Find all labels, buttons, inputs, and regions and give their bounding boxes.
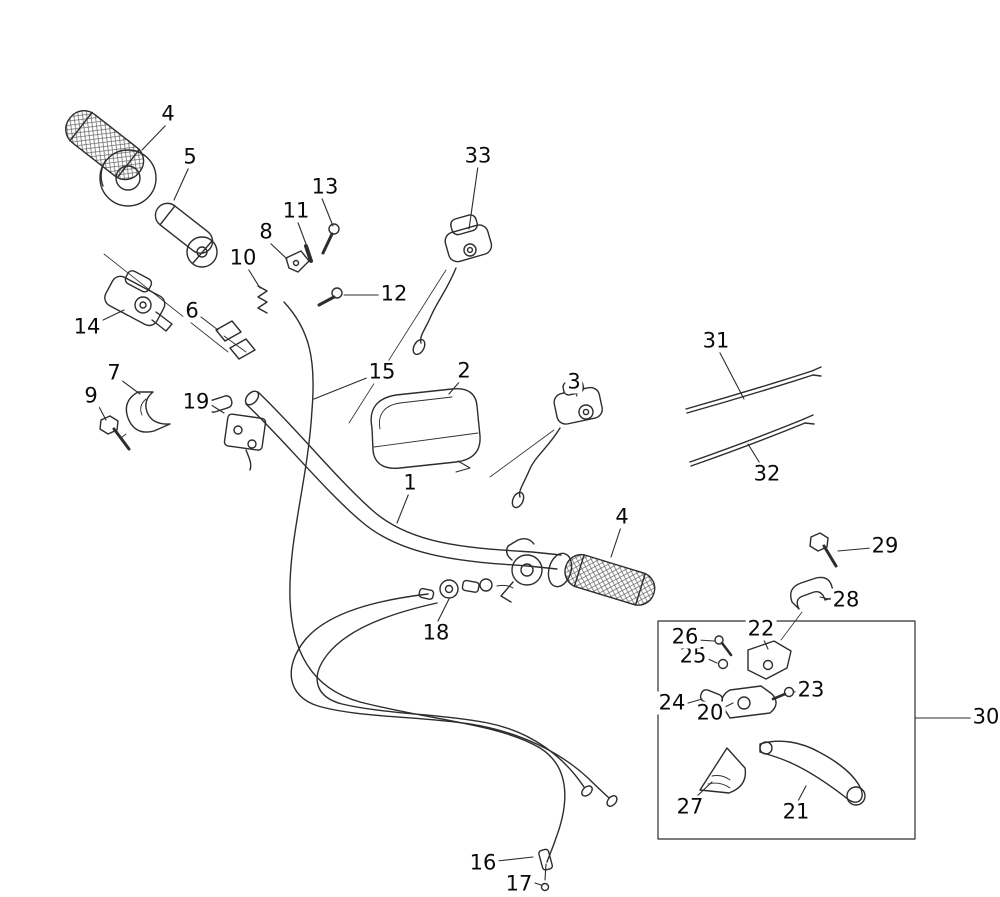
part-number-30: 30	[970, 704, 1000, 729]
cable-adjusters-18	[418, 578, 514, 600]
part-number-28: 28	[830, 587, 862, 612]
part-number-31: 31	[700, 328, 732, 353]
bolt-9	[99, 415, 131, 451]
part-number-29: 29	[869, 533, 901, 558]
lower-clamp	[125, 391, 171, 433]
throttle-housing	[500, 537, 543, 603]
part-number-10: 10	[227, 245, 259, 270]
left-switch-housing	[103, 253, 229, 353]
lever-perch-22	[747, 640, 792, 680]
right-switch-33	[348, 214, 493, 424]
right-grip	[547, 552, 656, 606]
part-number-18: 18	[420, 620, 452, 645]
bolt-29	[809, 532, 838, 568]
part-number-27: 27	[674, 794, 706, 819]
part-number-22: 22	[745, 616, 777, 641]
throttle-tube	[154, 202, 218, 268]
part-number-23: 23	[795, 677, 827, 702]
part-number-16: 16	[467, 850, 499, 875]
part-number-9: 9	[82, 383, 100, 408]
part-number-2: 2	[455, 358, 473, 383]
rod-32	[689, 414, 815, 467]
part-number-17: 17	[503, 871, 535, 896]
part-number-21: 21	[780, 799, 812, 824]
part-number-14: 14	[71, 314, 103, 339]
bolt-26	[714, 635, 733, 657]
part-number-11: 11	[280, 198, 312, 223]
part-number-7: 7	[105, 360, 123, 385]
left-grip	[65, 109, 157, 207]
part-number-3: 3	[565, 369, 583, 394]
leader-lines	[96, 124, 872, 886]
handlebar	[244, 390, 562, 570]
lever-holder-20	[721, 685, 777, 719]
part-number-8: 8	[257, 219, 275, 244]
part-number-20: 20	[694, 700, 726, 725]
cable-end-fittings	[538, 848, 554, 892]
part-number-32: 32	[751, 461, 783, 486]
washer-25	[717, 658, 729, 670]
part-number-1: 1	[401, 470, 419, 495]
part-number-19: 19	[180, 389, 212, 414]
part-number-13: 13	[309, 174, 341, 199]
part-number-4: 4	[159, 101, 177, 126]
part-number-25: 25	[677, 643, 709, 668]
clutch-cable-15	[283, 301, 566, 863]
bar-clamp-wedges	[215, 320, 256, 360]
part-number-4: 4	[613, 504, 631, 529]
part-number-6: 6	[183, 298, 201, 323]
part-number-12: 12	[378, 281, 410, 306]
throttle-cables	[290, 593, 618, 807]
lever-21	[759, 740, 866, 806]
clamp-28	[780, 576, 836, 641]
part-number-5: 5	[181, 144, 199, 169]
part-number-26: 26	[669, 624, 701, 649]
throttle-cable-fittings	[257, 223, 343, 314]
meter-assembly	[370, 387, 481, 473]
part-number-15: 15	[366, 359, 398, 384]
lever-assembly-box	[657, 620, 973, 840]
rod-31	[685, 366, 822, 414]
part-number-33: 33	[462, 143, 494, 168]
part-number-24: 24	[656, 690, 688, 715]
